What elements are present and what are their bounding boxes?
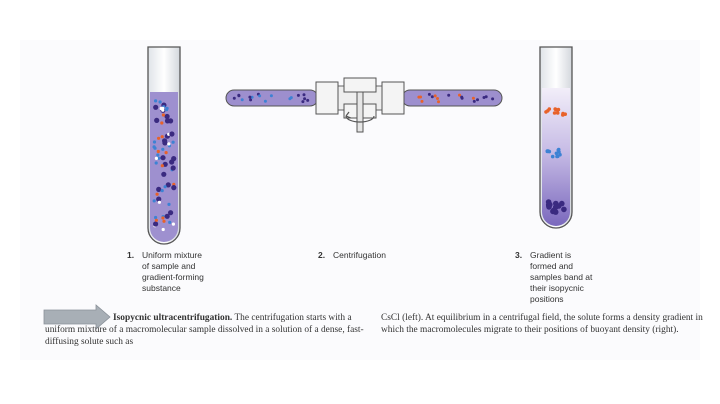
step-2-number: 2. (318, 250, 326, 260)
rotor-spindle (356, 91, 364, 133)
sample-particles (152, 99, 177, 232)
uniform-solution (150, 92, 178, 242)
caption-left-text: The centrifugation starts with a uniform… (45, 313, 364, 347)
caption-left: Isopycnic ultracentrifugation. The centr… (45, 312, 365, 348)
sample-band-blue (545, 147, 562, 159)
step-3-number: 3. (515, 250, 523, 260)
step-1-number: 1. (127, 250, 135, 260)
caption-arrow-icon (43, 304, 111, 330)
rotation-arrow-icon (345, 115, 375, 123)
tube-uniform-mixture (147, 46, 181, 245)
caption-right: CsCl (left). At equilibrium in a centrif… (381, 312, 711, 336)
caption-right-text: CsCl (left). At equilibrium in a centrif… (381, 313, 703, 335)
step-3-text: Gradient is formed and samples band at t… (530, 250, 593, 304)
centrifuge-rotor (225, 77, 503, 133)
sample-band-orange (544, 107, 567, 117)
step-2-text: Centrifugation (333, 250, 386, 260)
sample-band-purple (545, 199, 567, 215)
tube-density-gradient (539, 46, 573, 229)
step-1-text: Uniform mixture of sample and gradient-f… (142, 250, 204, 293)
caption-title: Isopycnic ultracentrifugation. (113, 313, 233, 323)
